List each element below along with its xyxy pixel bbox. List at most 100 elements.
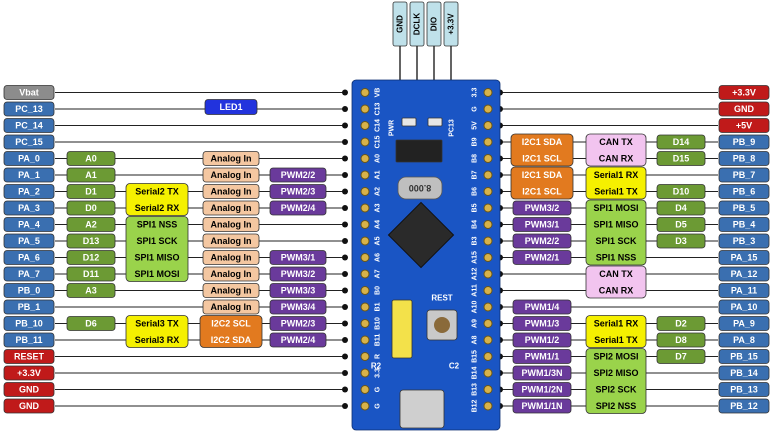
right-pwm-16 bbox=[512, 349, 572, 364]
left-pwm-11 bbox=[269, 266, 327, 282]
board-right-silk-17: B14 bbox=[472, 366, 479, 379]
left-pin-15-text: PB_11 bbox=[15, 335, 42, 345]
right-serial1-top-group bbox=[585, 166, 647, 200]
left-pwm-12 bbox=[269, 283, 327, 298]
board-left-pad-13 bbox=[360, 302, 370, 312]
board-left-silk-12: B0 bbox=[375, 286, 382, 295]
analog-in-6-text: Analog In bbox=[211, 187, 252, 197]
left-pwm-13 bbox=[269, 299, 327, 315]
right-pin-12 bbox=[718, 283, 770, 298]
right-pin-18-text: PB_13 bbox=[730, 385, 758, 395]
right-alias-16-text: D7 bbox=[675, 352, 687, 362]
left-alias-7-text: D0 bbox=[85, 203, 97, 213]
board-right-pad-10 bbox=[483, 253, 493, 262]
analog-in-12 bbox=[202, 283, 260, 298]
right-can-top-1: CAN RX bbox=[599, 154, 634, 164]
left-alias-14 bbox=[66, 316, 116, 331]
right-can-top-0: CAN TX bbox=[599, 137, 633, 147]
led1-label-text: LED1 bbox=[219, 102, 242, 112]
board-left-pad-8 bbox=[360, 220, 370, 229]
board-left-silk-17: 3.3 bbox=[375, 368, 382, 378]
right-pin-16-text: PB_15 bbox=[730, 352, 758, 362]
left-pin-3 bbox=[3, 134, 55, 150]
left-pin-15 bbox=[3, 332, 55, 348]
left-pin-10 bbox=[3, 250, 55, 265]
right-pwm-18-text: PWM1/2N bbox=[521, 385, 562, 395]
right-i2c1-top-0: I2C1 SDA bbox=[522, 137, 563, 147]
right-alias-8 bbox=[656, 217, 706, 232]
left-pin-14-text: PB_10 bbox=[15, 319, 43, 329]
left-serial3-0: Serial3 TX bbox=[135, 319, 179, 329]
right-alias-6-text: D10 bbox=[673, 187, 690, 197]
left-alias-11-text: D11 bbox=[83, 269, 99, 279]
header-pin-label-3: +3.3V bbox=[447, 13, 456, 35]
analog-in-6 bbox=[202, 184, 260, 199]
board-left-pad-7 bbox=[360, 203, 370, 213]
board-right-pad-12 bbox=[483, 286, 493, 295]
right-pin-12-text: PA_11 bbox=[731, 286, 757, 296]
board-right-pad-9 bbox=[483, 236, 493, 246]
analog-in-13 bbox=[202, 299, 260, 315]
board-right-silk-19: B12 bbox=[472, 399, 479, 412]
left-alias-6-text: D1 bbox=[85, 187, 97, 197]
header-pin-label-2: DIO bbox=[430, 17, 439, 31]
board-left-pad-14 bbox=[360, 319, 370, 328]
board-reset-knob bbox=[434, 317, 450, 333]
left-alias-12 bbox=[66, 283, 116, 298]
right-pin-13-text: PA_10 bbox=[731, 302, 758, 312]
board-right-pad-19 bbox=[483, 401, 493, 411]
left-alias-14-text: D6 bbox=[85, 319, 97, 329]
board-left-pad-4 bbox=[360, 154, 370, 163]
left-pin-8-text: PA_4 bbox=[18, 220, 40, 230]
right-alias-16 bbox=[656, 349, 706, 364]
right-spi2-group bbox=[585, 348, 647, 414]
board-right-pad-0 bbox=[483, 88, 493, 97]
board-right-silk-5: B7 bbox=[472, 170, 479, 179]
left-wire-dot-15 bbox=[342, 337, 348, 343]
right-pin-8 bbox=[718, 217, 770, 232]
board-left-silk-9: A5 bbox=[375, 236, 382, 245]
right-alias-14-text: D2 bbox=[675, 319, 687, 329]
right-pin-14 bbox=[718, 316, 770, 331]
left-alias-4 bbox=[66, 151, 116, 166]
left-wire-dot-9 bbox=[342, 238, 348, 244]
left-pin-19-text: GND bbox=[19, 401, 40, 411]
right-pwm-13-text: PWM1/4 bbox=[525, 302, 560, 312]
right-pin-5 bbox=[718, 167, 770, 183]
right-alias-4 bbox=[656, 151, 706, 166]
board-right-silk-13: A10 bbox=[472, 300, 479, 313]
left-pin-1-text: PC_13 bbox=[15, 104, 43, 114]
board-right-silk-1: G bbox=[472, 106, 479, 112]
analog-in-8-text: Analog In bbox=[211, 220, 252, 230]
right-serial1-bot-group bbox=[585, 315, 647, 348]
left-wire-dot-6 bbox=[342, 188, 348, 195]
board-crystal bbox=[397, 176, 443, 200]
left-wire-dot-12 bbox=[342, 287, 348, 294]
right-pin-7 bbox=[718, 200, 770, 216]
left-wire-dot-14 bbox=[342, 320, 348, 327]
board-left-pad-1 bbox=[360, 104, 370, 114]
board-right-silk-11: A12 bbox=[472, 267, 479, 280]
right-serial1-bot-1: Serial1 TX bbox=[594, 335, 638, 345]
board-mcu-chip bbox=[387, 201, 455, 269]
right-pwm-19-text: PWM1/1N bbox=[521, 401, 562, 411]
left-pwm-5 bbox=[269, 167, 327, 183]
right-alias-7-text: D4 bbox=[675, 203, 687, 213]
left-serial2-0: Serial2 TX bbox=[135, 187, 179, 197]
board-right-silk-2: 5V bbox=[472, 121, 479, 130]
board-right-silk-14: A9 bbox=[472, 319, 479, 328]
left-pin-14 bbox=[3, 316, 55, 331]
left-pwm-14 bbox=[269, 316, 327, 331]
right-pwm-10-text: PWM2/1 bbox=[525, 253, 560, 263]
board-left-pad-10 bbox=[360, 253, 370, 262]
board-left-silk-8: A4 bbox=[375, 220, 382, 229]
board-right-pad-13 bbox=[483, 302, 493, 312]
right-spi1-0: SPI1 MOSI bbox=[593, 203, 638, 213]
left-pwm-11-text: PWM3/2 bbox=[281, 269, 316, 279]
right-pin-15 bbox=[718, 332, 770, 348]
board-pwr-led bbox=[401, 117, 417, 127]
right-pwm-8 bbox=[512, 217, 572, 232]
right-pin-18 bbox=[718, 382, 770, 397]
right-pin-2 bbox=[718, 118, 770, 133]
board-left-silk-10: A6 bbox=[375, 253, 382, 262]
